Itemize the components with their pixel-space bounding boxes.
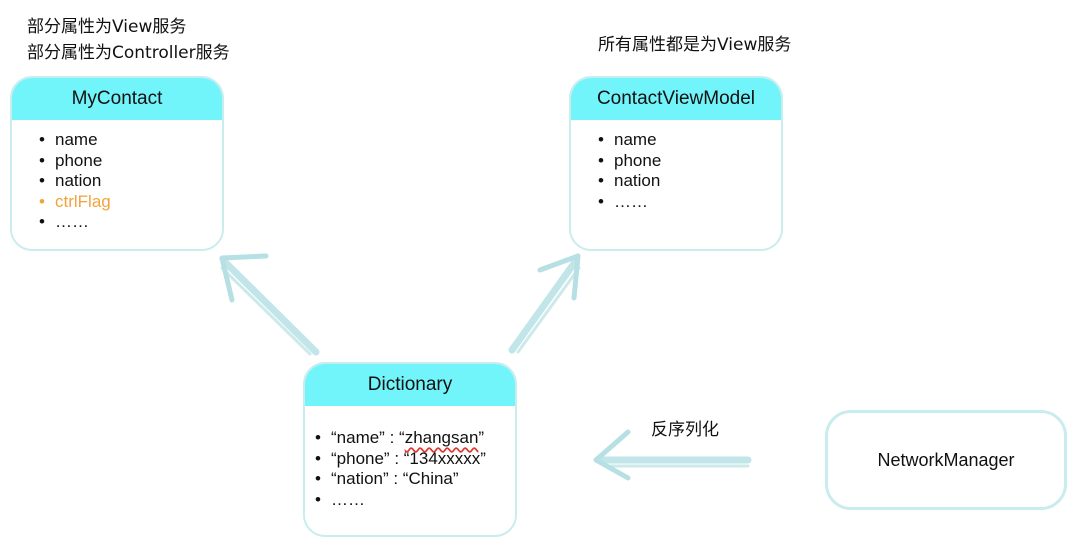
mycontact-properties: name phone nation ctrlFlag …… — [37, 130, 111, 233]
dictionary-entry-more: …… — [313, 490, 486, 511]
viewmodel-prop-more: …… — [596, 192, 661, 213]
mycontact-prop-phone: phone — [37, 151, 111, 172]
viewmodel-prop-phone: phone — [596, 151, 661, 172]
dictionary-entry-name-value: zhangsan — [404, 428, 479, 447]
arrow-network-to-dictionary — [593, 429, 752, 481]
mycontact-card: MyContact name phone nation ctrlFlag …… — [10, 76, 224, 251]
dictionary-card: Dictionary “name” : “zhangsan” “phone” :… — [303, 362, 517, 537]
viewmodel-card: ContactViewModel name phone nation …… — [569, 76, 783, 251]
viewmodel-prop-name: name — [596, 130, 661, 151]
network-manager-card: NetworkManager — [825, 410, 1067, 510]
arrow-dictionary-to-viewmodel — [508, 253, 581, 354]
viewmodel-prop-nation: nation — [596, 171, 661, 192]
dictionary-entry-name: “name” : “zhangsan” — [313, 428, 486, 449]
note-deserialize: 反序列化 — [651, 420, 719, 440]
dictionary-entry-nation: “nation” : “China” — [313, 469, 486, 490]
dictionary-title: Dictionary — [305, 364, 515, 406]
viewmodel-properties: name phone nation …… — [596, 130, 661, 212]
dictionary-entry-phone: “phone” : “134xxxxx” — [313, 449, 486, 470]
dictionary-entries: “name” : “zhangsan” “phone” : “134xxxxx”… — [313, 428, 486, 510]
viewmodel-title: ContactViewModel — [571, 78, 781, 120]
note-viewmodel-view: 所有属性都是为View服务 — [598, 35, 792, 55]
dictionary-entry-name-key: “name” : “ — [331, 428, 405, 447]
arrow-dictionary-to-mycontact — [219, 253, 320, 356]
mycontact-prop-name: name — [37, 130, 111, 151]
mycontact-prop-nation: nation — [37, 171, 111, 192]
network-manager-title: NetworkManager — [877, 449, 1015, 470]
dictionary-entry-name-end: ” — [478, 428, 485, 447]
mycontact-prop-more: …… — [37, 212, 111, 233]
mycontact-prop-ctrlflag: ctrlFlag — [37, 192, 111, 213]
note-mycontact-view: 部分属性为View服务 — [27, 17, 187, 37]
note-mycontact-controller: 部分属性为Controller服务 — [27, 43, 230, 63]
mycontact-title: MyContact — [12, 78, 222, 120]
